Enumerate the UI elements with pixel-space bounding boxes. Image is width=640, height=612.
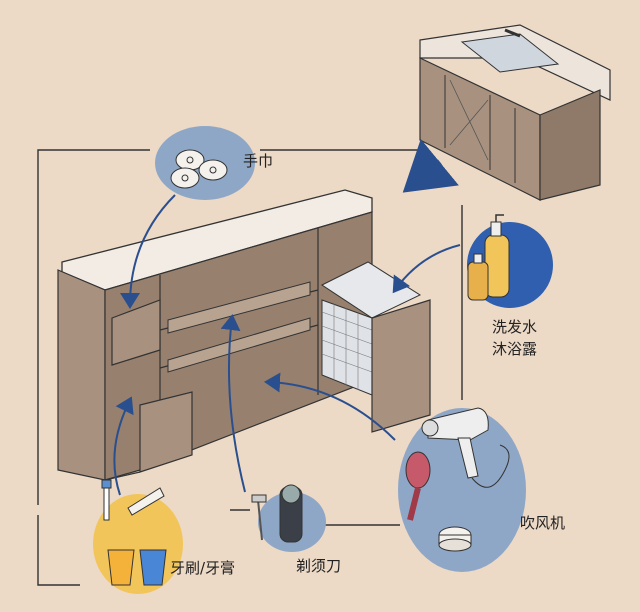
shampoo-bubble <box>467 214 553 308</box>
toothbrush-label: 牙刷/牙膏 <box>170 559 236 577</box>
towel-bubble <box>155 126 255 200</box>
arrow-sink-to-cabinet <box>402 138 459 193</box>
arrow-towel <box>120 194 176 309</box>
toothbrush-icon <box>101 479 167 586</box>
open-cabinet <box>57 189 431 481</box>
shaver-icon <box>251 484 303 543</box>
cream-jar-icon <box>438 526 472 552</box>
hair-dryer-bubble <box>398 407 526 572</box>
arrow-toothbrush <box>113 396 134 496</box>
brush-icon <box>405 451 431 521</box>
towel-icon <box>170 149 228 189</box>
shampoo-label-line1: 洗发水 <box>492 318 538 336</box>
towel-label: 手巾 <box>243 152 274 170</box>
shampoo-bottle-icon <box>467 214 510 301</box>
frame-outline <box>37 149 463 586</box>
razor-label: 剃须刀 <box>296 557 342 575</box>
hair-dryer-label: 吹风机 <box>520 514 566 532</box>
arrow-razor <box>220 314 246 493</box>
toothbrush-bubble <box>93 479 183 594</box>
razor-bubble <box>251 484 326 552</box>
arrow-shampoo <box>392 244 461 294</box>
arrow-hair-dryer <box>264 372 396 441</box>
shampoo-label-line2: 沐浴露 <box>492 340 538 358</box>
shampoo-label: 洗发水 沐浴露 <box>492 316 537 360</box>
hair-dryer-icon <box>421 407 510 488</box>
sink-cabinet <box>419 24 611 201</box>
